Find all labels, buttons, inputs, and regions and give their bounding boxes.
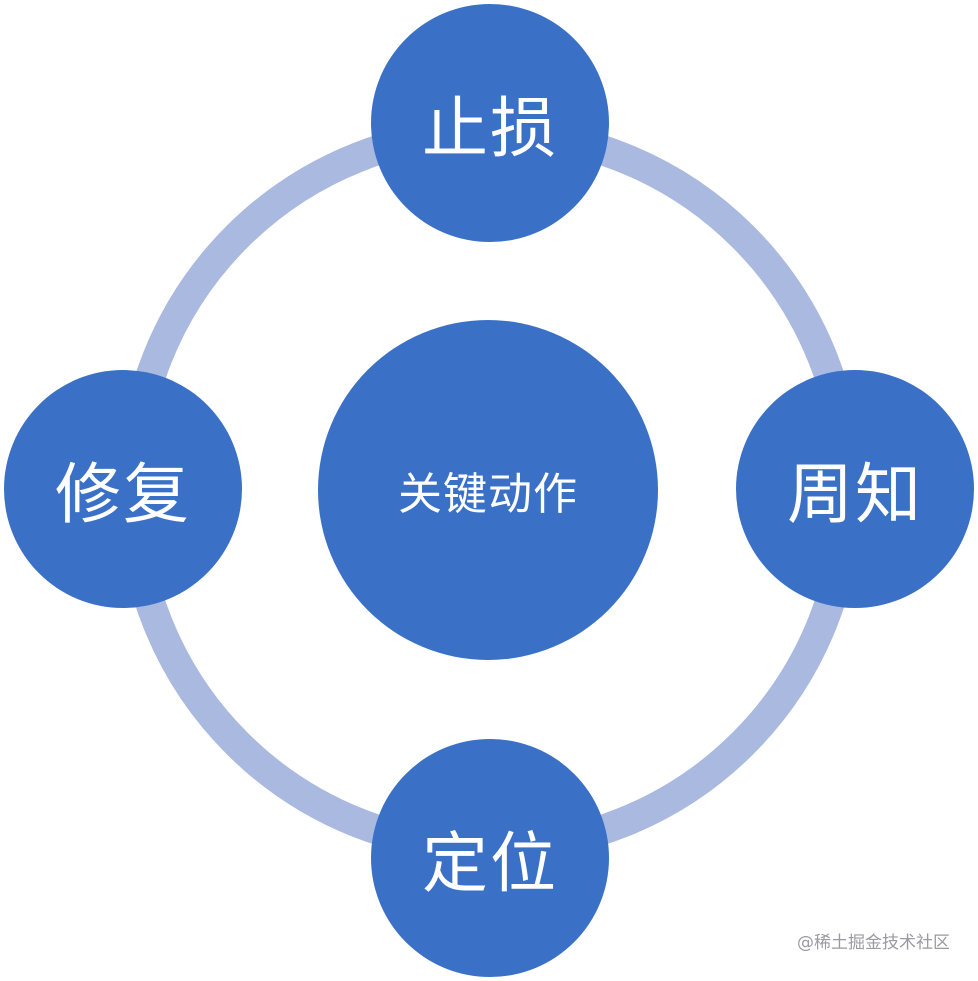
node-locate: 定位 — [371, 739, 609, 977]
node-notify: 周知 — [736, 370, 974, 608]
node-stop-loss: 止损 — [371, 4, 609, 242]
center-label: 关键动作 — [398, 469, 578, 520]
node-left-label: 修复 — [55, 456, 191, 533]
node-right-label: 周知 — [787, 456, 923, 533]
center-node: 关键动作 — [318, 320, 658, 660]
watermark-text: @稀土掘金技术社区 — [797, 933, 950, 953]
node-repair: 修复 — [4, 370, 242, 608]
node-top-label: 止损 — [422, 90, 558, 167]
node-bottom-label: 定位 — [422, 825, 558, 902]
